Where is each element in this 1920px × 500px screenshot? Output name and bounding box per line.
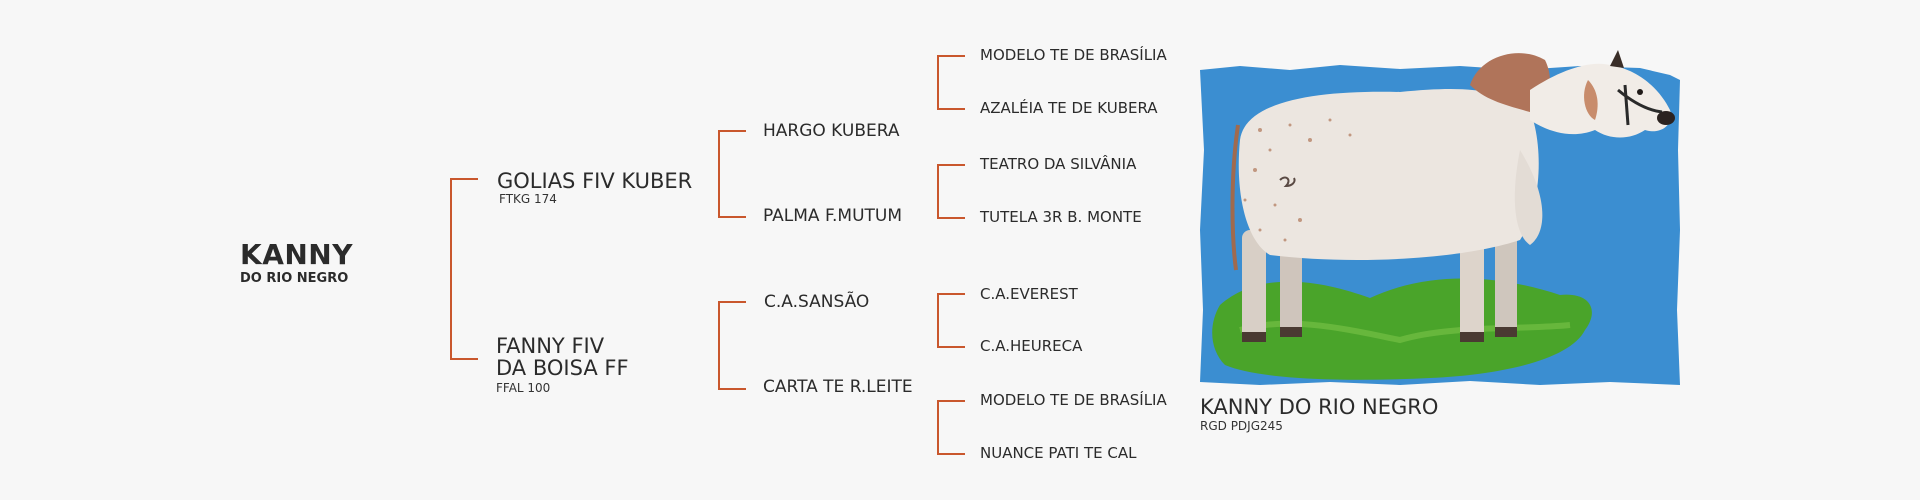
great-bracket-1 [937,55,965,110]
great-grandparent-7[interactable]: MODELO TE DE BRASÍLIA [980,391,1167,409]
great-grandparent-4[interactable]: TUTELA 3R B. MONTE [980,208,1142,226]
sire-registration: FTKG 174 [499,192,557,206]
dam-name-line1: FANNY FIV [496,334,605,358]
great-bracket-2 [937,164,965,219]
dam-registration: FFAL 100 [496,381,551,395]
subject-name: KANNY [240,238,354,271]
great-grandparent-8[interactable]: NUANCE PATI TE CAL [980,444,1137,462]
great-grandparent-5[interactable]: C.A.EVEREST [980,285,1078,303]
great-grandparent-6[interactable]: C.A.HEURECA [980,337,1083,355]
subject-suffix: DO RIO NEGRO [240,271,349,286]
dam[interactable]: FANNY FIV DA BOISA FF FFAL 100 [496,335,629,395]
grandparent-sire-dam[interactable]: PALMA F.MUTUM [763,206,903,226]
great-bracket-4 [937,400,965,455]
sire[interactable]: GOLIAS FIV KUBER FTKG 174 [497,170,692,206]
great-grandparent-1[interactable]: MODELO TE DE BRASÍLIA [980,46,1167,64]
photo-caption: KANNY DO RIO NEGRO RGD PDJG245 [1200,395,1438,433]
grandparent-dam-dam[interactable]: CARTA TE R.LEITE [763,377,913,397]
grandparent-dam-sire[interactable]: C.A.SANSÃO [764,292,870,312]
photo-caption-registration: RGD PDJG245 [1200,419,1283,433]
great-grandparent-3[interactable]: TEATRO DA SILVÂNIA [980,155,1137,173]
great-grandparent-2[interactable]: AZALÉIA TE DE KUBERA [980,99,1158,117]
dam-parents-bracket [718,301,746,390]
great-bracket-3 [937,293,965,348]
sire-name: GOLIAS FIV KUBER [497,169,693,193]
subject: KANNY DO RIO NEGRO [240,238,353,286]
parents-bracket [450,178,478,360]
cattle-photo-icon [1200,30,1680,385]
photo-caption-name: KANNY DO RIO NEGRO [1200,395,1439,419]
dam-name-line2: DA BOISA FF [496,356,629,380]
grandparent-sire-sire[interactable]: HARGO KUBERA [763,121,900,141]
cattle-photo-svg [1200,50,1680,385]
sire-parents-bracket [718,130,746,218]
